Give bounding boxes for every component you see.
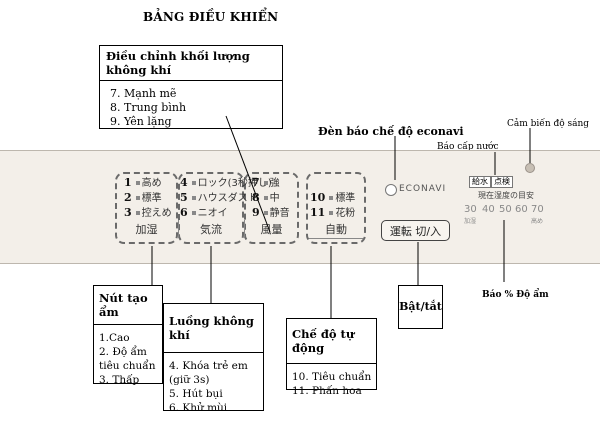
humidify-item: 2. Độ ẩm [99, 346, 147, 358]
airvolume-button[interactable]: 風量 [260, 223, 283, 236]
gauge-value: 40 [482, 204, 495, 215]
power-box-label: Bật/tắt [399, 300, 442, 313]
water-indicator: 給水 [469, 176, 491, 188]
light-sensor-icon [525, 163, 535, 173]
auto-group [306, 172, 366, 244]
gauge-value: 70 [531, 204, 544, 215]
airflow-heading: Luồng không khí [164, 304, 263, 353]
auto-box: Chế độ tự động 10. Tiêu chuẩn 11. Phấn h… [286, 318, 377, 397]
humidify-item: 3. Thấp [99, 374, 140, 386]
power-box: Bật/tắt [398, 285, 443, 329]
auto-button[interactable]: 自動 [325, 223, 347, 236]
auto-button-underline [309, 238, 363, 239]
gauge-title: 現在湿度の目安 [478, 191, 534, 200]
humidify-group [115, 172, 178, 244]
button-divider [178, 220, 179, 238]
airflow-item: (giữ 3s) [169, 374, 210, 386]
econavi-indicator-icon [385, 184, 397, 196]
airflow-item: 6. Khử mùi [169, 402, 228, 414]
gauge-value: 50 [499, 204, 512, 215]
page-title: BẢNG ĐIỀU KHIỂN [143, 10, 279, 24]
air-volume-item: 8. Trung bình [110, 101, 187, 114]
control-panel [0, 150, 600, 264]
auto-item: 11. Phấn hoa [292, 385, 362, 397]
gauge-low-label: 加湿 [464, 218, 477, 225]
humidity-label: Báo % Độ ẩm [482, 290, 549, 300]
air-volume-heading: Điều chỉnh khối lượng không khí [100, 46, 282, 81]
air-volume-item: 9. Yên lặng [110, 115, 172, 128]
humidify-box: Nút tạo ẩm 1.Cao 2. Độ ẩm tiêu chuẩn 3. … [93, 285, 163, 386]
air-volume-box: Điều chỉnh khối lượng không khí 7. Mạnh … [99, 45, 283, 129]
airflow-item: 5. Hút bụi [169, 388, 223, 400]
power-button[interactable]: 運転 切/入 [381, 220, 450, 241]
airflow-button[interactable]: 気流 [200, 223, 222, 236]
humidify-item: tiêu chuẩn [99, 360, 156, 372]
econavi-text: ECONAVI [399, 184, 447, 194]
airflow-item: 4. Khóa trẻ em [169, 360, 248, 372]
auto-heading: Chế độ tự động [287, 319, 376, 364]
gauge-high-label: 高め [531, 218, 544, 225]
humidify-heading: Nút tạo ẩm [94, 286, 162, 325]
humidify-item: 1.Cao [99, 332, 130, 344]
humidify-button[interactable]: 加湿 [135, 223, 158, 236]
button-divider [244, 220, 245, 238]
water-label: Báo cấp nước [437, 142, 499, 152]
auto-item: 10. Tiêu chuẩn [292, 371, 372, 383]
filter-indicator: 点検 [491, 176, 513, 188]
airflow-box: Luồng không khí 4. Khóa trẻ em (giữ 3s) … [163, 303, 264, 414]
air-volume-item: 7. Mạnh mẽ [110, 87, 177, 100]
light-sensor-label: Cảm biến độ sáng [507, 119, 590, 129]
econavi-label: Đèn báo chế độ econavi [318, 125, 464, 138]
airvolume-group [244, 172, 299, 244]
gauge-value: 60 [515, 204, 528, 215]
airflow-group [178, 172, 244, 244]
gauge-value: 30 [464, 204, 477, 215]
